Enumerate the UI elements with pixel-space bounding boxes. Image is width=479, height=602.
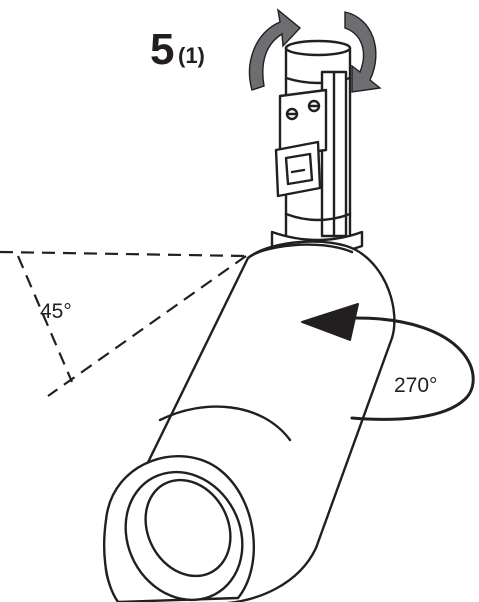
tilt-angle-label: 45°	[40, 300, 72, 323]
mounting-shaft	[270, 39, 364, 268]
tilt-angle-icon: 45°	[0, 250, 247, 397]
step-number: 5	[150, 25, 174, 74]
lamp-body	[102, 240, 396, 602]
step-sub-number: (1)	[178, 43, 205, 68]
rotation-arrow-icon: 270°	[301, 303, 475, 421]
step-label: 5 (1)	[150, 25, 205, 74]
rotate-both-directions-icon	[248, 8, 382, 93]
rotation-angle-label: 270°	[394, 374, 437, 397]
